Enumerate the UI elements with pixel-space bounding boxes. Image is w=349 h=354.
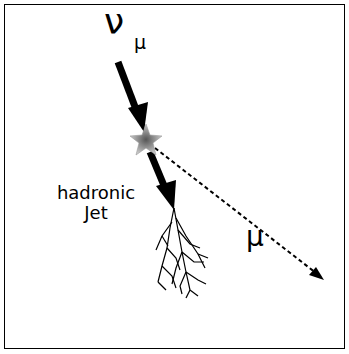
jet-arrowhead bbox=[156, 180, 176, 210]
neutrino-symbol: ν bbox=[104, 2, 124, 42]
interaction-vertex bbox=[130, 124, 162, 155]
muon-label: μ bbox=[246, 222, 264, 253]
frame bbox=[5, 5, 345, 349]
neutrino-flavour-subscript: μ bbox=[134, 32, 146, 53]
muon-track bbox=[155, 148, 316, 273]
muon-arrowhead bbox=[309, 267, 324, 280]
jet-track bbox=[150, 152, 165, 188]
neutrino-track bbox=[118, 62, 137, 112]
jet-label: hadronic Jet bbox=[56, 183, 136, 223]
hadronic-shower bbox=[156, 208, 208, 298]
